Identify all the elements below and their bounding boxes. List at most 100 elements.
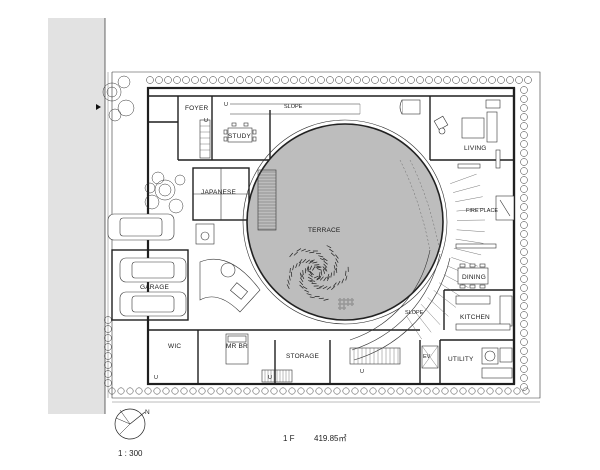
hedge-shrub xyxy=(520,356,528,364)
tree-branch xyxy=(333,265,336,271)
top-slope-ramp xyxy=(230,103,361,115)
tree-branch xyxy=(323,257,328,262)
ramp-tick xyxy=(456,208,485,212)
label-mr-br: MR BR xyxy=(226,343,248,350)
tree-branch xyxy=(323,298,329,301)
tree-branch xyxy=(324,266,328,272)
tree-branch xyxy=(323,260,328,265)
tree-branch xyxy=(345,270,347,276)
bath-area xyxy=(195,223,261,313)
tree-branch xyxy=(322,286,328,290)
hedge-shrub xyxy=(315,387,323,395)
tree-branch xyxy=(335,258,339,263)
hedge-shrub xyxy=(520,140,528,148)
label-terrace: TERRACE xyxy=(308,227,341,234)
hedge-shrub xyxy=(520,104,528,112)
elevator xyxy=(421,345,439,369)
tree-branch xyxy=(331,286,336,290)
tree-branch xyxy=(319,276,324,281)
tree-branch xyxy=(322,266,326,271)
hedge-shrub xyxy=(387,387,395,395)
label-utility: UTILITY xyxy=(448,356,474,363)
hedge-shrub xyxy=(189,387,197,395)
terrace xyxy=(242,119,448,325)
ramp-tick xyxy=(413,310,432,333)
foyer-stairs xyxy=(199,119,211,159)
tree-branch xyxy=(308,273,313,278)
label-wic: WIC xyxy=(168,343,181,350)
ramp-tick xyxy=(406,315,422,340)
hedge-shrub xyxy=(520,248,528,256)
hedge-shrub xyxy=(335,76,343,84)
hedge-shrub xyxy=(470,76,478,84)
hedge-shrub xyxy=(234,387,242,395)
up-marker-5: U xyxy=(360,369,364,375)
hedge-shrub xyxy=(324,387,332,395)
hedge-shrub xyxy=(520,221,528,229)
perimeter-hedge xyxy=(104,76,532,395)
hedge-shrub xyxy=(452,76,460,84)
up-marker-3: U xyxy=(154,375,158,381)
hedge-shrub xyxy=(104,379,112,387)
dining-furniture xyxy=(455,243,497,289)
hedge-shrub xyxy=(173,76,181,84)
hedge-shrub xyxy=(520,212,528,220)
hedge-shrub xyxy=(407,76,415,84)
hedge-shrub xyxy=(479,76,487,84)
hedge-shrub xyxy=(520,86,528,94)
tree-branch xyxy=(302,258,307,263)
hedge-shrub xyxy=(191,76,199,84)
hedge-shrub xyxy=(520,365,528,373)
tree-branch xyxy=(306,293,312,296)
hedge-shrub xyxy=(344,76,352,84)
hedge-shrub xyxy=(425,76,433,84)
living-furniture xyxy=(399,99,501,169)
hedge-shrub xyxy=(380,76,388,84)
room-labels: FOYER STUDY SLOPE LIVING JAPANESE TERRAC… xyxy=(140,102,498,381)
tree-branch xyxy=(313,275,319,279)
kitchen-counters xyxy=(455,295,513,331)
hedge-shrub xyxy=(520,113,528,121)
hedge-shrub xyxy=(520,284,528,292)
study-furniture xyxy=(223,122,257,143)
label-slope-top: SLOPE xyxy=(284,104,303,110)
tree-branch xyxy=(335,254,339,259)
hedge-shrub xyxy=(520,239,528,247)
hedge-shrub xyxy=(520,203,528,211)
hedge-shrub xyxy=(414,387,422,395)
storage-stairs xyxy=(349,347,401,365)
hedge-shrub xyxy=(520,374,528,382)
tree-branch xyxy=(315,252,322,255)
hedge-shrub xyxy=(520,275,528,283)
hedge-shrub xyxy=(405,387,413,395)
hedge-shrub xyxy=(342,387,350,395)
hedge-shrub xyxy=(398,76,406,84)
hedge-shrub xyxy=(520,149,528,157)
mr-br-bed xyxy=(225,333,249,365)
tree-branch xyxy=(323,263,328,268)
hedge-shrub xyxy=(522,387,530,395)
tree-branch xyxy=(318,255,324,258)
tree-branch xyxy=(333,282,337,287)
tree-branch xyxy=(329,248,334,253)
hedge-shrub xyxy=(371,76,379,84)
tree-branch xyxy=(287,279,290,285)
garage-cars xyxy=(107,213,187,317)
tree-branch xyxy=(299,284,304,289)
ramp-tick xyxy=(453,185,481,193)
hedge-shrub xyxy=(308,76,316,84)
tree-branch xyxy=(289,267,291,274)
tree-branch xyxy=(299,280,304,286)
hedge-shrub xyxy=(520,185,528,193)
hedge-shrub xyxy=(104,352,112,360)
hedge-shrub xyxy=(396,387,404,395)
ramp-tick xyxy=(420,304,441,325)
tree-branch xyxy=(312,261,318,264)
hedge-shrub xyxy=(254,76,262,84)
up-marker-4: U xyxy=(268,375,272,381)
hedge-shrub xyxy=(200,76,208,84)
tree-branch xyxy=(306,265,309,271)
hedge-shrub xyxy=(520,347,528,355)
entry-trees xyxy=(96,75,135,122)
